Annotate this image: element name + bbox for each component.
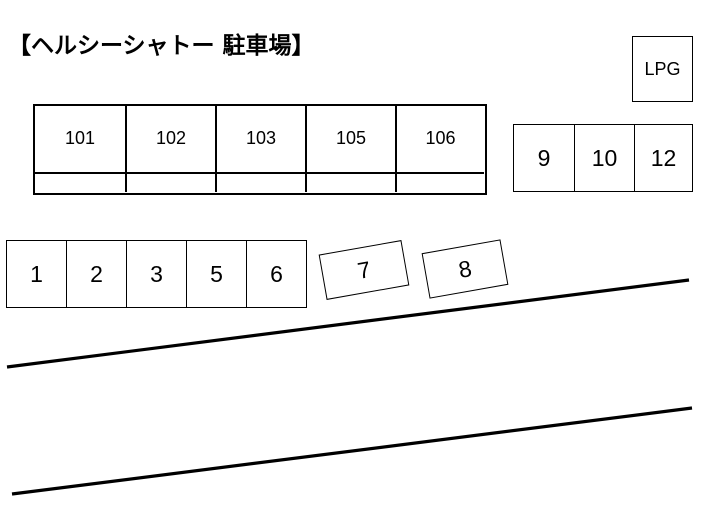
road-edge-lower <box>11 406 693 496</box>
parking-space-6: 6 <box>246 240 307 308</box>
parking-space-105: 105 <box>305 106 395 192</box>
lpg-storage: LPG <box>632 36 693 102</box>
parking-space-101: 101 <box>35 106 125 192</box>
parking-space-103: 103 <box>215 106 305 192</box>
page-title: 【ヘルシーシャトー 駐車場】 <box>8 33 315 59</box>
space-number: 12 <box>650 144 677 171</box>
space-divider <box>307 172 395 174</box>
space-number: 102 <box>155 128 187 148</box>
space-number: 105 <box>335 128 367 148</box>
apartment-parking-row: 101 102 103 105 106 <box>33 104 487 195</box>
space-number: 3 <box>150 260 163 287</box>
space-number: 5 <box>210 260 223 287</box>
parking-space-2: 2 <box>66 240 127 308</box>
space-divider <box>35 172 125 174</box>
space-number: 6 <box>270 260 283 287</box>
space-number: 1 <box>30 260 43 287</box>
parking-space-12: 12 <box>634 124 693 192</box>
parking-space-5: 5 <box>186 240 247 308</box>
space-divider <box>397 172 484 174</box>
lpg-label: LPG <box>644 58 681 79</box>
parking-space-10: 10 <box>574 124 635 192</box>
road-edge-upper <box>6 278 690 369</box>
parking-space-9: 9 <box>513 124 575 192</box>
space-number: 2 <box>90 260 103 287</box>
parking-space-106: 106 <box>395 106 484 192</box>
space-number: 9 <box>537 144 551 171</box>
space-divider <box>127 172 215 174</box>
parking-space-3: 3 <box>126 240 187 308</box>
parking-space-1: 1 <box>6 240 67 308</box>
space-number: 106 <box>425 128 456 148</box>
space-number: 101 <box>64 128 96 148</box>
space-number: 10 <box>591 144 618 171</box>
parking-space-102: 102 <box>125 106 215 192</box>
space-number: 103 <box>245 128 277 148</box>
space-divider <box>217 172 305 174</box>
